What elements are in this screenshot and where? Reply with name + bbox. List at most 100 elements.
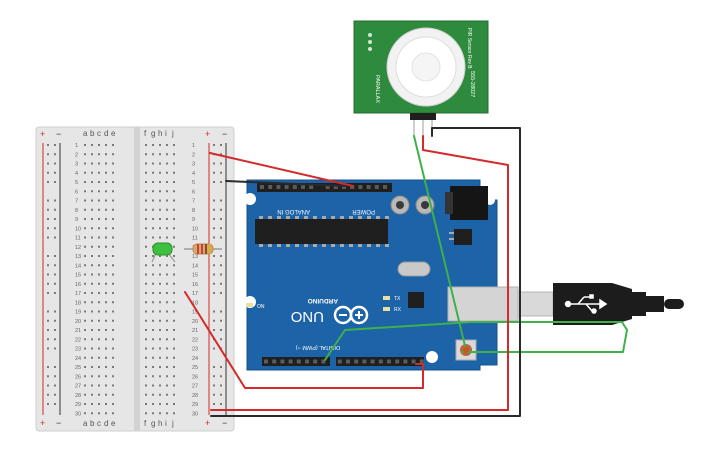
breadboard-hole[interactable] [98, 329, 100, 331]
breadboard-hole[interactable] [105, 319, 107, 322]
breadboard-hole[interactable] [105, 347, 107, 350]
rail-hole[interactable] [220, 162, 222, 165]
rail-hole[interactable] [213, 375, 215, 378]
breadboard-hole[interactable] [173, 301, 175, 304]
breadboard-hole[interactable] [84, 162, 86, 165]
header-pin[interactable] [268, 185, 273, 189]
breadboard-hole[interactable] [152, 356, 154, 359]
breadboard-hole[interactable] [91, 236, 93, 239]
breadboard-hole[interactable] [173, 171, 175, 174]
breadboard-hole[interactable] [91, 301, 93, 304]
breadboard-hole[interactable] [173, 338, 175, 341]
breadboard-hole[interactable] [98, 393, 100, 396]
breadboard-hole[interactable] [98, 366, 100, 368]
rail-hole[interactable] [220, 292, 222, 294]
rail-hole[interactable] [213, 264, 215, 267]
breadboard-hole[interactable] [98, 199, 100, 202]
breadboard-hole[interactable] [98, 403, 100, 405]
rail-hole[interactable] [47, 199, 49, 202]
breadboard-hole[interactable] [159, 171, 161, 174]
breadboard-hole[interactable] [84, 282, 86, 285]
breadboard-hole[interactable] [105, 245, 107, 248]
breadboard-hole[interactable] [112, 181, 114, 183]
breadboard-hole[interactable] [152, 227, 154, 230]
breadboard-hole[interactable] [166, 227, 168, 230]
rail-hole[interactable] [220, 273, 222, 276]
breadboard-hole[interactable] [159, 199, 161, 202]
breadboard-hole[interactable] [91, 273, 93, 276]
breadboard-hole[interactable] [98, 384, 100, 387]
breadboard-hole[interactable] [152, 144, 154, 146]
breadboard-hole[interactable] [159, 218, 161, 220]
rail-hole[interactable] [220, 255, 222, 257]
breadboard-hole[interactable] [105, 171, 107, 174]
rail-hole[interactable] [47, 393, 49, 396]
breadboard-hole[interactable] [145, 384, 147, 387]
rail-hole[interactable] [47, 319, 49, 322]
breadboard-hole[interactable] [152, 403, 154, 405]
rail-hole[interactable] [220, 375, 222, 378]
breadboard-hole[interactable] [98, 144, 100, 146]
breadboard-hole[interactable] [105, 301, 107, 304]
breadboard-hole[interactable] [91, 403, 93, 405]
breadboard-hole[interactable] [98, 347, 100, 350]
rail-hole[interactable] [54, 375, 56, 378]
breadboard-hole[interactable] [152, 338, 154, 341]
breadboard-hole[interactable] [173, 329, 175, 331]
breadboard-hole[interactable] [166, 144, 168, 146]
breadboard-hole[interactable] [112, 393, 114, 396]
breadboard-hole[interactable] [112, 319, 114, 322]
breadboard-hole[interactable] [84, 153, 86, 156]
rail-hole[interactable] [47, 338, 49, 341]
breadboard-hole[interactable] [98, 218, 100, 220]
breadboard-hole[interactable] [84, 227, 86, 230]
rail-hole[interactable] [54, 153, 56, 156]
breadboard-hole[interactable] [91, 199, 93, 202]
breadboard-hole[interactable] [145, 144, 147, 146]
breadboard-hole[interactable] [98, 171, 100, 174]
breadboard-hole[interactable] [145, 218, 147, 220]
rail-hole[interactable] [213, 227, 215, 230]
breadboard-hole[interactable] [166, 310, 168, 313]
rail-hole[interactable] [220, 199, 222, 202]
header-pin[interactable] [354, 359, 359, 364]
header-pin[interactable] [309, 185, 314, 189]
rail-hole[interactable] [54, 282, 56, 285]
breadboard-hole[interactable] [145, 273, 147, 276]
header-pin[interactable] [350, 185, 355, 189]
breadboard-hole[interactable] [173, 162, 175, 165]
breadboard-hole[interactable] [84, 347, 86, 350]
breadboard-hole[interactable] [98, 264, 100, 267]
breadboard-hole[interactable] [112, 199, 114, 202]
breadboard-hole[interactable] [98, 227, 100, 230]
header-pin[interactable] [342, 185, 346, 189]
breadboard-hole[interactable] [159, 375, 161, 378]
breadboard-hole[interactable] [112, 412, 114, 415]
breadboard-hole[interactable] [145, 255, 147, 257]
breadboard-hole[interactable] [91, 153, 93, 156]
rail-hole[interactable] [220, 319, 222, 322]
breadboard-hole[interactable] [84, 329, 86, 331]
header-pin[interactable] [411, 359, 416, 364]
rail-hole[interactable] [220, 218, 222, 220]
rail-hole[interactable] [54, 310, 56, 313]
breadboard-hole[interactable] [84, 384, 86, 387]
rail-hole[interactable] [54, 384, 56, 387]
breadboard-hole[interactable] [166, 218, 168, 220]
breadboard-hole[interactable] [152, 384, 154, 387]
breadboard-hole[interactable] [145, 264, 147, 267]
breadboard-hole[interactable] [145, 301, 147, 304]
breadboard-hole[interactable] [173, 255, 175, 257]
breadboard-hole[interactable] [166, 347, 168, 350]
breadboard-hole[interactable] [159, 347, 161, 350]
breadboard-hole[interactable] [173, 393, 175, 396]
breadboard-hole[interactable] [152, 412, 154, 415]
breadboard-hole[interactable] [112, 282, 114, 285]
rail-hole[interactable] [54, 319, 56, 322]
breadboard-hole[interactable] [173, 403, 175, 405]
rail-hole[interactable] [47, 208, 49, 211]
breadboard-hole[interactable] [112, 171, 114, 174]
breadboard-hole[interactable] [173, 356, 175, 359]
rail-hole[interactable] [54, 255, 56, 257]
header-pin[interactable] [403, 359, 408, 364]
